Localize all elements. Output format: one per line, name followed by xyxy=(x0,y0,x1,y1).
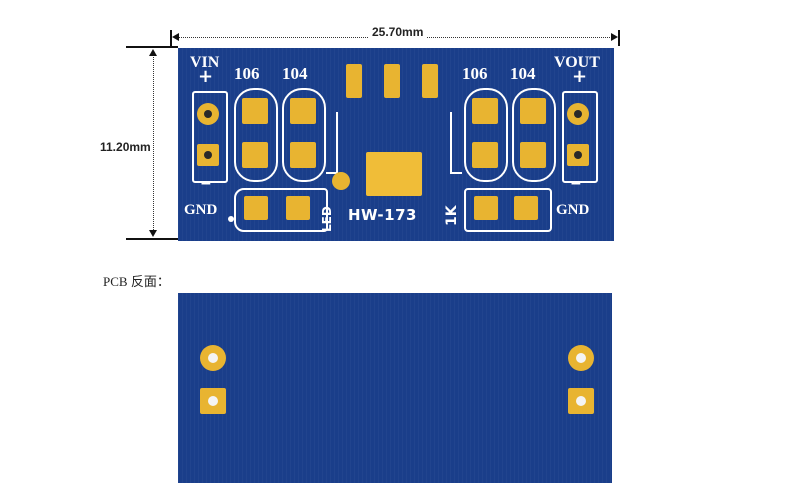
c104-left-pad-bottom xyxy=(290,142,316,168)
pcb-back xyxy=(178,293,612,483)
vout-pad-hole xyxy=(574,110,582,118)
c104-left-pad-top xyxy=(290,98,316,124)
resistor-pad-left xyxy=(474,196,498,220)
sot-pad-left xyxy=(346,64,362,98)
back-pad-square-left xyxy=(200,388,226,414)
c104-right-outline xyxy=(512,88,556,182)
c104-right-label: 104 xyxy=(510,64,536,83)
vin-header-outline xyxy=(192,91,228,183)
width-tick-right xyxy=(618,30,620,46)
back-hole-square-left xyxy=(208,396,218,406)
vin-label: VIN xyxy=(190,54,220,71)
resistor-pad-right xyxy=(514,196,538,220)
c104-left-outline xyxy=(282,88,326,182)
vin-pad-square xyxy=(197,144,219,166)
led-outline xyxy=(234,188,328,232)
c104-right-pad-top xyxy=(520,98,546,124)
vin-pad-round xyxy=(197,103,219,125)
width-arrow-right xyxy=(611,33,618,41)
vin-pad-square-hole xyxy=(204,151,212,159)
model-label: HW-173 xyxy=(348,206,417,224)
vin-minus: − xyxy=(200,176,212,192)
c106-right-outline xyxy=(464,88,508,182)
resistor-label: 1K xyxy=(444,205,460,226)
led-dot xyxy=(228,216,234,222)
bracket-right xyxy=(450,112,462,174)
bracket-left xyxy=(326,112,338,174)
back-hole-round-left xyxy=(208,353,218,363)
back-hole-square-right xyxy=(576,396,586,406)
led-pad-left xyxy=(244,196,268,220)
width-label: 25.70mm xyxy=(368,25,428,39)
vout-header-outline xyxy=(562,91,598,183)
back-pad-round-left xyxy=(200,345,226,371)
height-tick-bottom xyxy=(126,238,178,240)
regulator-tab-pad xyxy=(366,152,422,196)
back-pad-square-right xyxy=(568,388,594,414)
vout-minus: − xyxy=(570,176,582,192)
vout-pad-square-hole xyxy=(574,151,582,159)
width-arrow-left xyxy=(172,33,179,41)
height-arrow-top xyxy=(149,49,157,56)
led-pad-right xyxy=(286,196,310,220)
height-dimension xyxy=(122,46,182,242)
vout-pad-square xyxy=(567,144,589,166)
width-dimension: 25.70mm xyxy=(170,25,622,48)
back-caption: PCB 反面： xyxy=(103,274,170,289)
vin-plus: + xyxy=(198,66,214,87)
width-tick-left xyxy=(170,30,172,46)
c106-right-label: 106 xyxy=(462,64,488,83)
vout-pad-round xyxy=(567,103,589,125)
c106-left-outline xyxy=(234,88,278,182)
vin-pad-hole xyxy=(204,110,212,118)
back-pad-round-right xyxy=(568,345,594,371)
fiducial-dot xyxy=(332,172,350,190)
sot-pad-middle xyxy=(384,64,400,98)
height-label: 11.20mm xyxy=(98,138,153,156)
resistor-outline xyxy=(464,188,552,232)
c104-left-label: 104 xyxy=(282,64,308,83)
c106-right-pad-bottom xyxy=(472,142,498,168)
led-label: LED xyxy=(320,206,334,232)
pcb-front: VIN + − GND 106 104 LED HW-173 106 104 1… xyxy=(178,48,614,241)
height-line xyxy=(153,52,154,234)
c104-right-pad-bottom xyxy=(520,142,546,168)
gnd-right-label: GND xyxy=(556,202,590,218)
c106-left-pad-bottom xyxy=(242,142,268,168)
vout-label: VOUT xyxy=(554,54,600,71)
vout-plus: + xyxy=(572,66,588,87)
height-arrow-bottom xyxy=(149,230,157,237)
c106-left-label: 106 xyxy=(234,64,260,83)
gnd-left-label: GND xyxy=(184,202,218,218)
sot-pad-right xyxy=(422,64,438,98)
c106-left-pad-top xyxy=(242,98,268,124)
height-tick-top xyxy=(126,46,178,48)
back-hole-round-right xyxy=(576,353,586,363)
c106-right-pad-top xyxy=(472,98,498,124)
